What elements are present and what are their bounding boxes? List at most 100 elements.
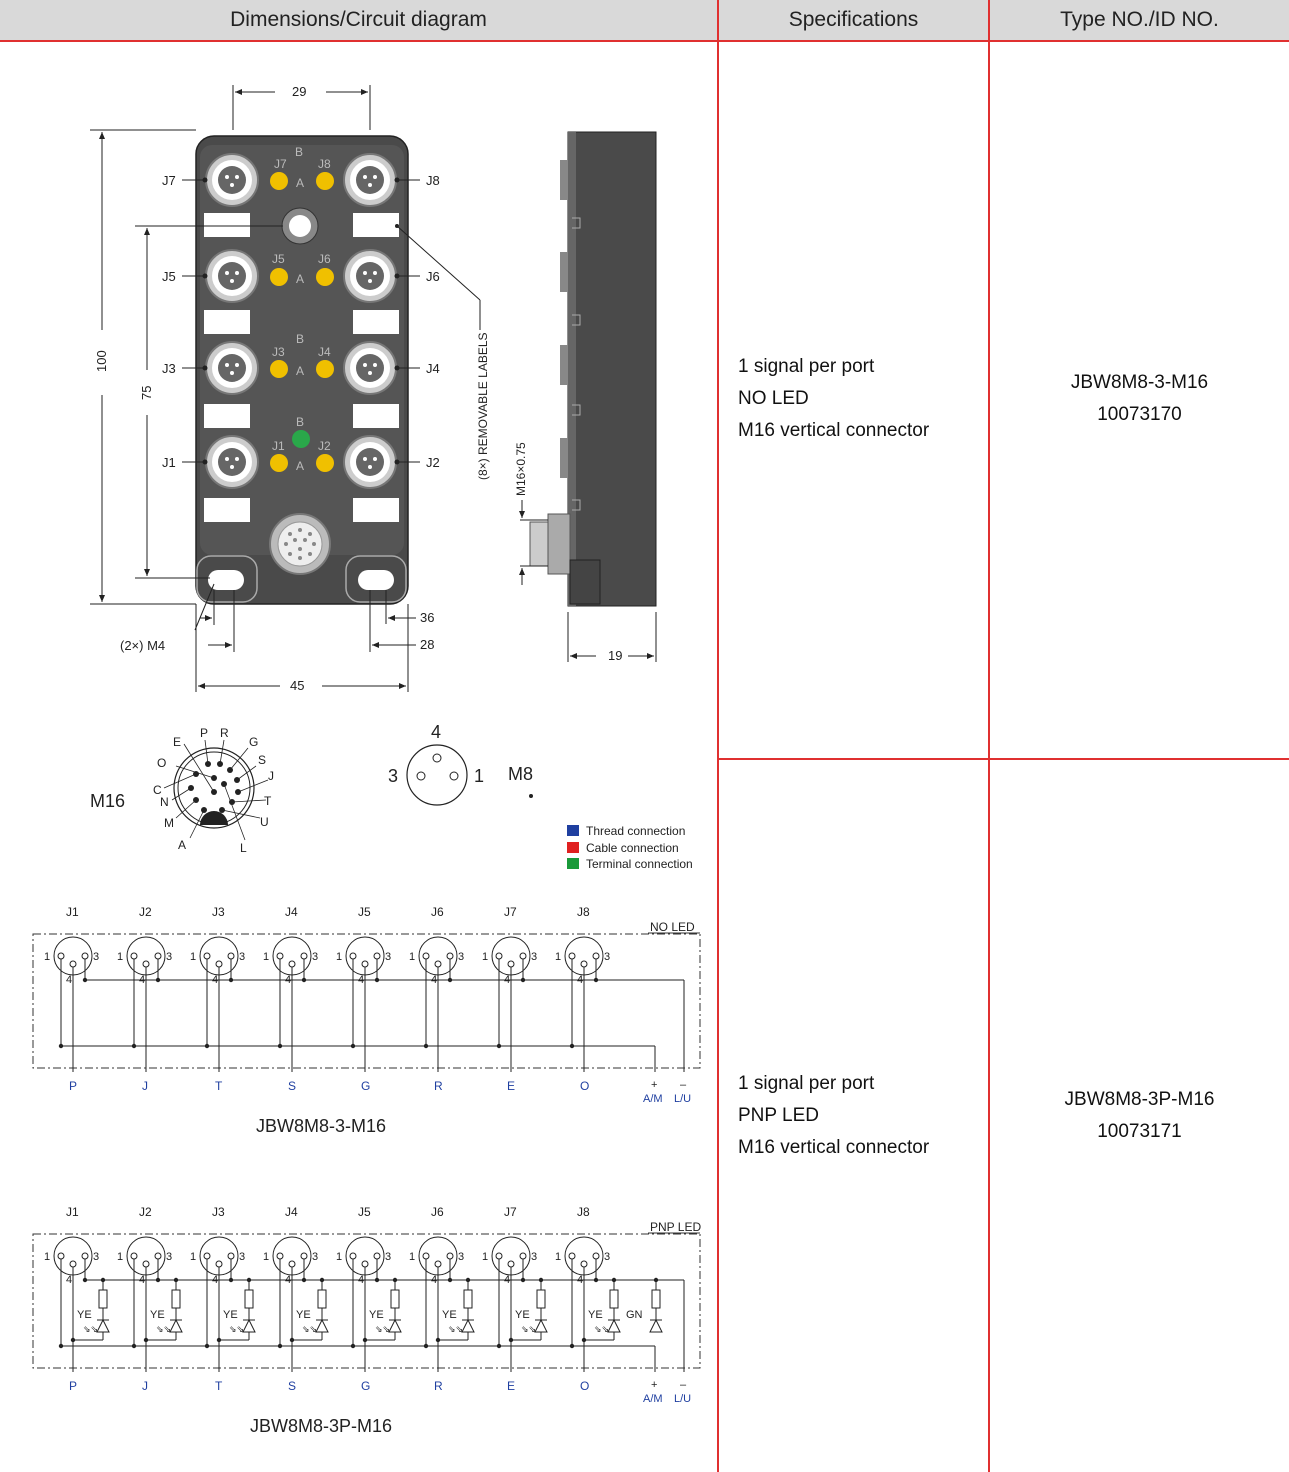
pin-3 xyxy=(227,1252,235,1260)
pin-4 xyxy=(69,1260,77,1268)
pin-3 xyxy=(227,952,235,960)
m8-pin: 3 xyxy=(388,766,398,786)
circuit-port-label: J2 xyxy=(139,1205,152,1219)
pin-label: 3 xyxy=(239,1251,245,1263)
pin-4 xyxy=(288,960,296,968)
port-label: J7 xyxy=(274,157,287,171)
port-label: J5 xyxy=(272,252,285,266)
led-color: YE xyxy=(150,1309,165,1321)
minus-label: – xyxy=(680,1379,687,1391)
m16-pin: G xyxy=(249,735,258,749)
pin-label: 3 xyxy=(312,1251,318,1263)
circuit-port-label: J8 xyxy=(577,1205,590,1219)
junction xyxy=(593,1277,599,1283)
m16-pin: T xyxy=(264,794,272,808)
pin-3 xyxy=(154,1252,162,1260)
led-label-a: A xyxy=(296,176,304,190)
circuit-port-label: J1 xyxy=(66,905,79,919)
led-color: YE xyxy=(77,1309,92,1321)
m16-pin: S xyxy=(258,753,266,767)
junction xyxy=(496,1343,502,1349)
pin-4 xyxy=(361,1260,369,1268)
junction xyxy=(374,977,380,983)
pin-label: 4 xyxy=(285,1274,291,1286)
signal-label: T xyxy=(215,1079,223,1093)
pin-4 xyxy=(215,1260,223,1268)
m16-pinout: M16 P R G S J T xyxy=(90,726,274,855)
led-light-icon: ⇘⇘ xyxy=(521,1324,536,1334)
m16-connector xyxy=(269,513,331,575)
circuit-port-label: J8 xyxy=(577,905,590,919)
led-diode xyxy=(169,1318,183,1333)
pin-label: 3 xyxy=(385,951,391,963)
junction xyxy=(58,1043,64,1049)
pin-3 xyxy=(81,1252,89,1260)
junction xyxy=(155,1277,161,1283)
led-light-icon: ⇘⇘ xyxy=(302,1324,317,1334)
circuit-port-label: J6 xyxy=(431,905,444,919)
legend-swatch xyxy=(567,825,579,836)
signal-label: O xyxy=(580,1379,589,1393)
legend-swatch xyxy=(567,842,579,853)
pin-3 xyxy=(154,952,162,960)
pin-1 xyxy=(203,952,211,960)
pin-label: 1 xyxy=(190,951,196,963)
m16-pin: L xyxy=(240,841,247,855)
junction xyxy=(143,1337,149,1343)
pin-4 xyxy=(434,960,442,968)
signal-label: P xyxy=(69,1079,77,1093)
mount-hole xyxy=(358,570,394,590)
resistor xyxy=(609,1289,619,1309)
junction xyxy=(374,1277,380,1283)
pin-label: 4 xyxy=(431,974,437,986)
junction xyxy=(538,1277,544,1283)
pin-label: 3 xyxy=(604,1251,610,1263)
junction xyxy=(204,1043,210,1049)
pin-label: 1 xyxy=(409,951,415,963)
removable-labels-note: (8×) REMOVABLE LABELS xyxy=(476,332,490,480)
junction xyxy=(100,1277,106,1283)
pin-1 xyxy=(349,952,357,960)
pin-1 xyxy=(276,1252,284,1260)
pin-1 xyxy=(495,1252,503,1260)
junction xyxy=(173,1277,179,1283)
legend-item: Thread connection xyxy=(586,824,685,838)
legend-item: Terminal connection xyxy=(586,857,693,871)
circuit-port-label: J5 xyxy=(358,905,371,919)
header-dimensions: Dimensions/Circuit diagram xyxy=(0,0,717,42)
header-type: Type NO./ID NO. xyxy=(990,0,1289,42)
junction xyxy=(58,1343,64,1349)
pin-4 xyxy=(142,960,150,968)
led-diode xyxy=(461,1318,475,1333)
junction xyxy=(520,1277,526,1283)
port-label: J4 xyxy=(426,361,440,376)
junction xyxy=(423,1343,429,1349)
dim-19: 19 xyxy=(608,648,622,663)
led-light-icon: ⇘⇘ xyxy=(594,1324,609,1334)
circuit-port-label: J7 xyxy=(504,1205,517,1219)
junction xyxy=(204,1343,210,1349)
pin-1 xyxy=(130,952,138,960)
pin-4 xyxy=(434,1260,442,1268)
pin-1 xyxy=(203,1252,211,1260)
pin-3 xyxy=(592,1252,600,1260)
m16-pin: P xyxy=(200,726,208,740)
pin-1 xyxy=(276,952,284,960)
junction xyxy=(496,1043,502,1049)
circuit-port-label: J3 xyxy=(212,1205,225,1219)
m16-label: M16 xyxy=(90,791,125,811)
am-label: A/M xyxy=(643,1093,663,1105)
port-label: J1 xyxy=(272,439,285,453)
pin-1 xyxy=(349,1252,357,1260)
legend-item: Cable connection xyxy=(586,841,679,855)
led-light-icon: ⇘⇘ xyxy=(83,1324,98,1334)
signal-label: J xyxy=(142,1379,148,1393)
led-diode xyxy=(315,1318,329,1333)
plus-label: + xyxy=(651,1379,657,1391)
signal-label: E xyxy=(507,1079,515,1093)
port-label: J8 xyxy=(318,157,331,171)
pin-4 xyxy=(142,1260,150,1268)
